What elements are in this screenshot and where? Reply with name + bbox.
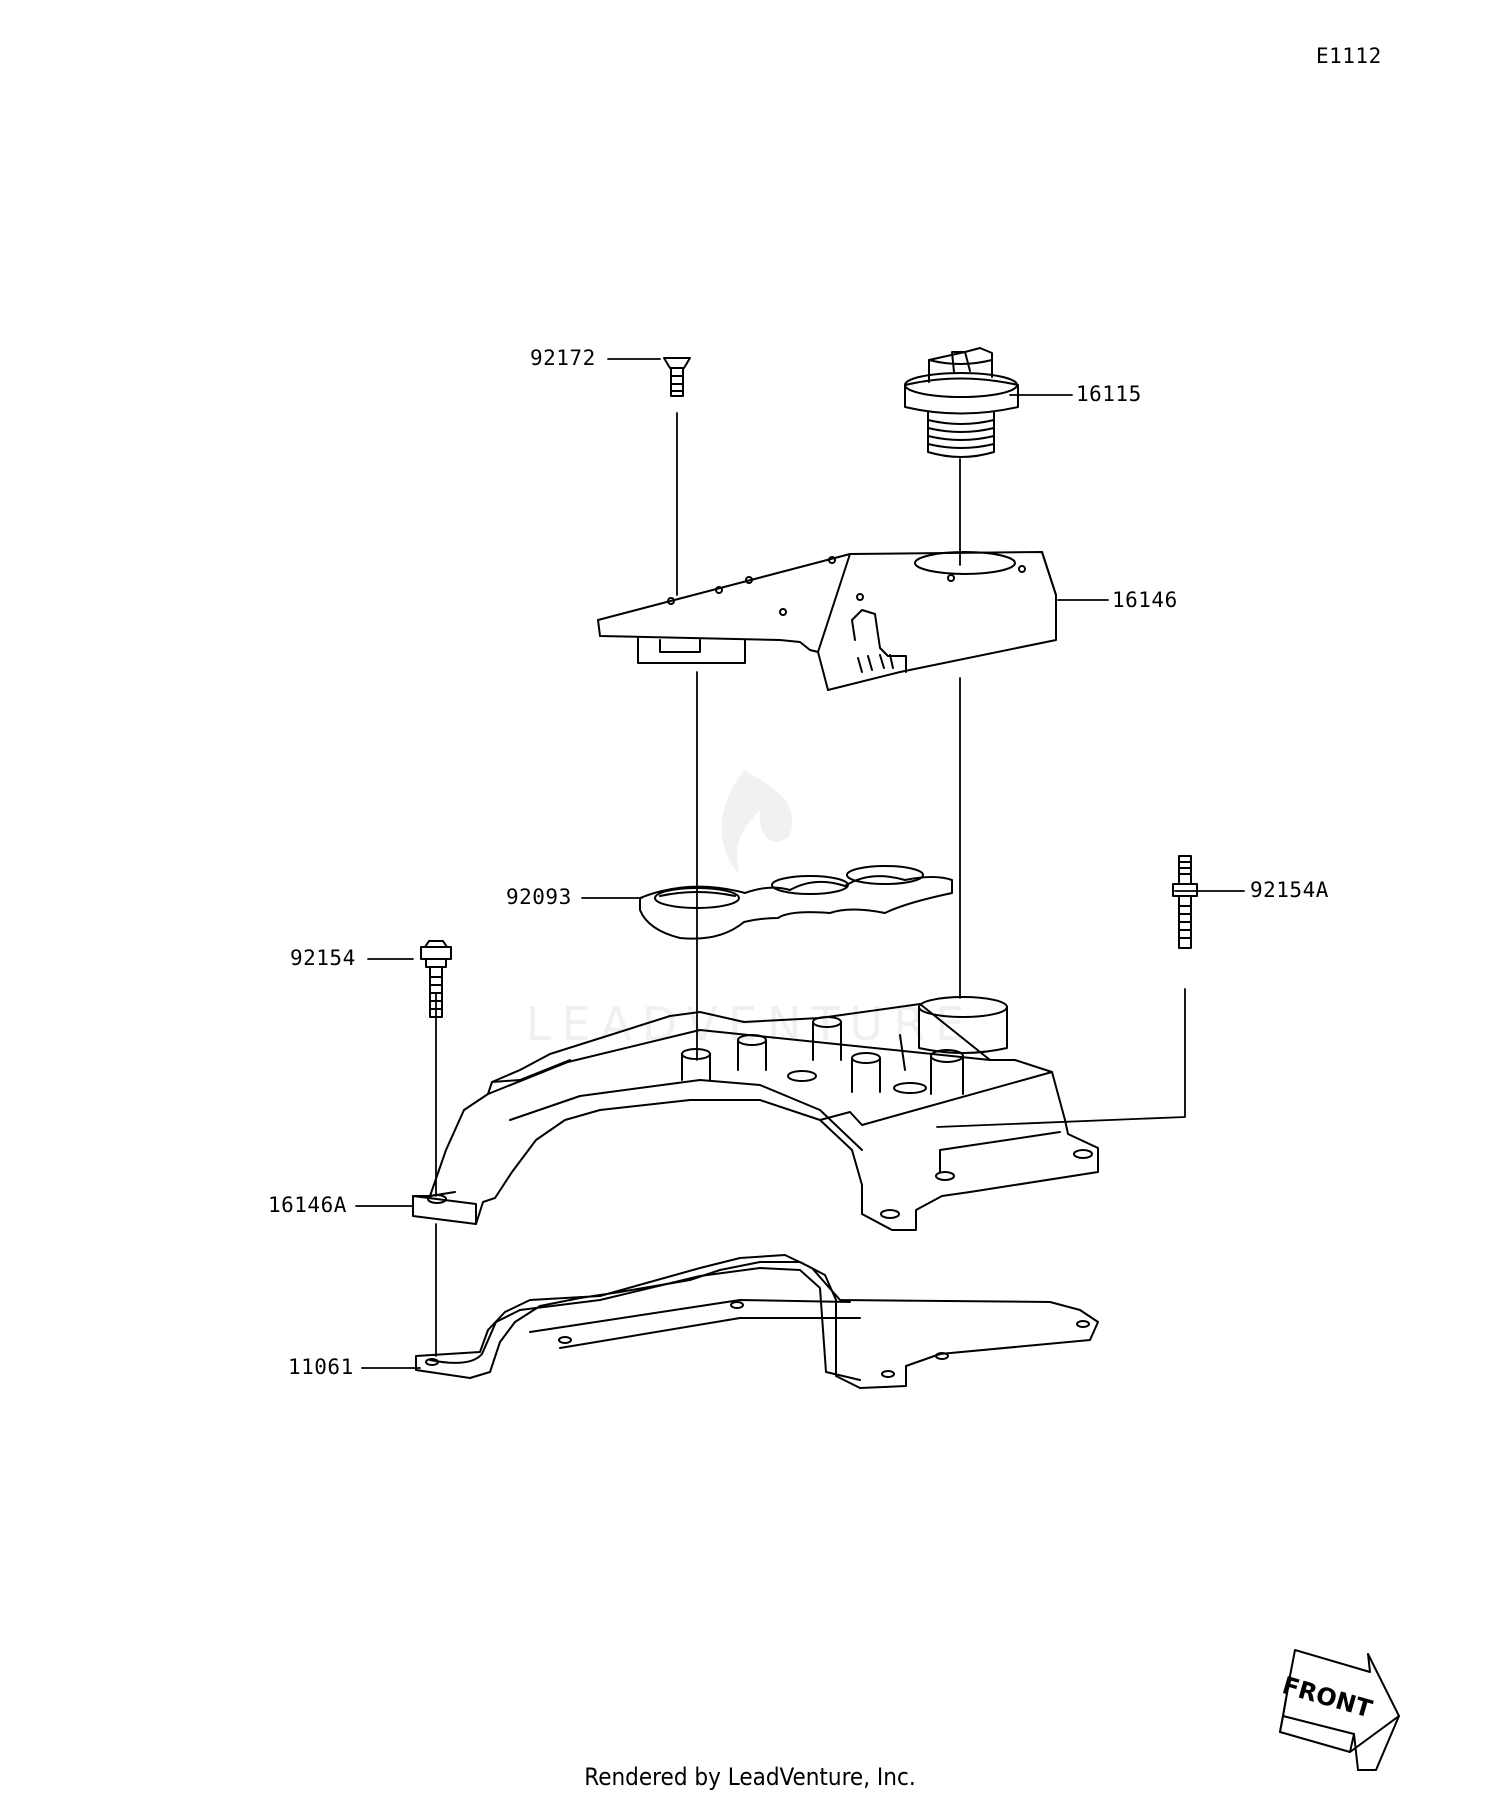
watermark-text: LEADVENTURE <box>526 997 975 1051</box>
label-16146A: 16146A <box>268 1193 347 1217</box>
gasket-11061-icon <box>415 1254 1099 1389</box>
bolt-92154-icon <box>420 940 452 1018</box>
gasket-seals-92093-icon <box>639 865 953 940</box>
diagram-id: E1112 <box>1316 44 1382 68</box>
front-direction-badge: FRONT <box>1279 1649 1400 1771</box>
footer-credit: Rendered by LeadVenture, Inc. <box>584 1763 916 1791</box>
oil-filler-cap-16115-icon <box>904 347 1019 458</box>
label-92154: 92154 <box>290 946 356 970</box>
label-16115: 16115 <box>1076 382 1142 406</box>
label-92093: 92093 <box>506 885 572 909</box>
head-cover-16146A-icon <box>412 996 1099 1231</box>
label-92172: 92172 <box>530 346 596 370</box>
watermark-logo: LEADVENTURE <box>526 770 975 1051</box>
stud-bolt-92154A-icon <box>1172 855 1198 949</box>
label-92154A: 92154A <box>1250 878 1329 902</box>
label-16146: 16146 <box>1112 588 1178 612</box>
leader-lines <box>355 358 1245 1369</box>
label-11061: 11061 <box>288 1355 354 1379</box>
top-cover-16146-icon <box>597 551 1057 691</box>
screw-92172-icon <box>663 357 691 397</box>
